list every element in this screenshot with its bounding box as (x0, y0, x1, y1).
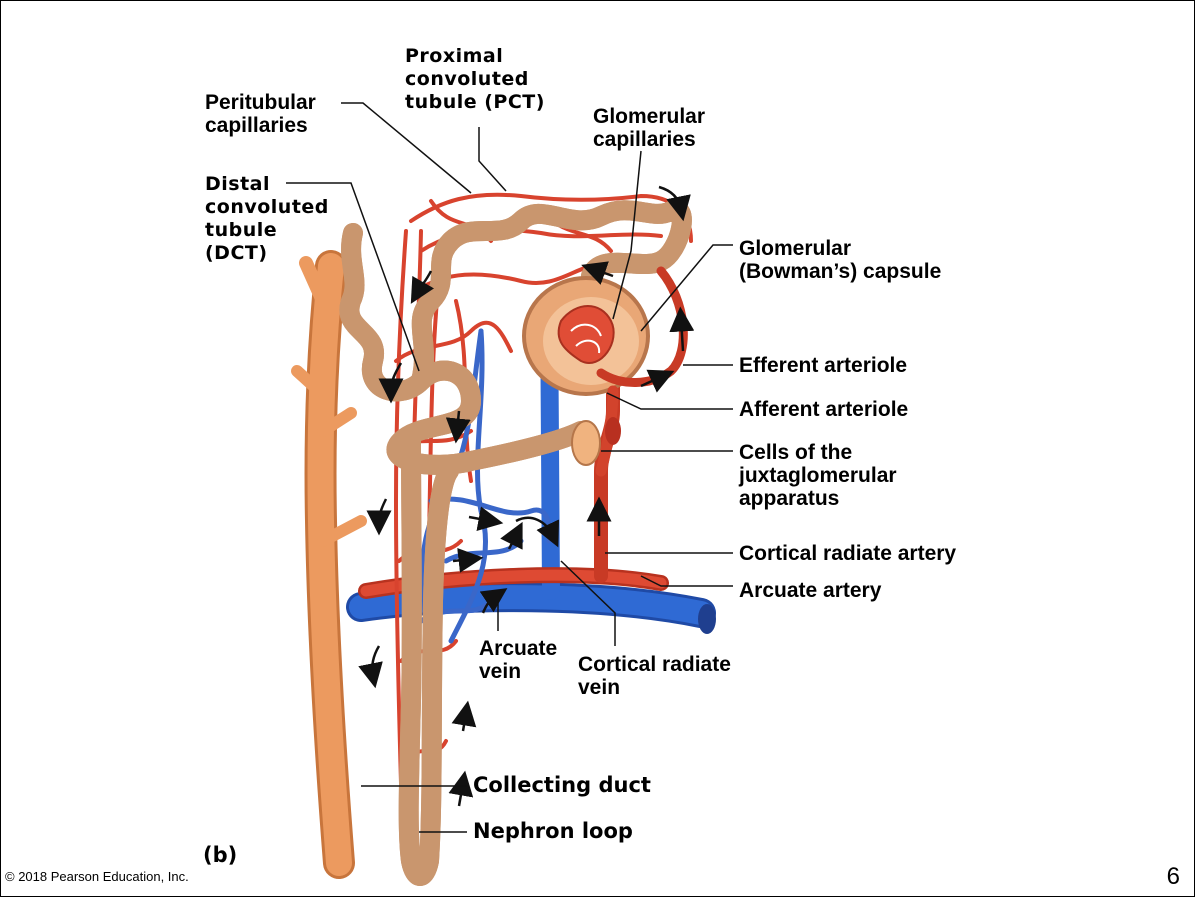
label-arcuate-vein: Arcuate vein (479, 637, 557, 683)
juxtaglomerular-apparatus (572, 417, 621, 465)
label-glomerular-capsule: Glomerular (Bowman’s) capsule (739, 237, 941, 283)
label-nephron-loop: Nephron loop (473, 820, 633, 843)
label-proximal-convoluted-tubule: Proximal convoluted tubule (PCT) (405, 45, 545, 114)
label-afferent-arteriole: Afferent arteriole (739, 398, 908, 421)
label-arcuate-artery: Arcuate artery (739, 579, 881, 602)
copyright-notice: © 2018 Pearson Education, Inc. (5, 869, 189, 884)
label-efferent-arteriole: Efferent arteriole (739, 354, 907, 377)
label-cortical-radiate-artery: Cortical radiate artery (739, 542, 956, 565)
label-distal-convoluted-tubule: Distal convoluted tubule (DCT) (205, 173, 329, 265)
label-glomerular-capillaries: Glomerular capillaries (593, 105, 705, 151)
page-number: 6 (1167, 863, 1180, 891)
panel-label: (b) (203, 844, 237, 867)
glomerular-capsule (524, 278, 648, 394)
label-collecting-duct: Collecting duct (473, 774, 651, 797)
collecting-duct (297, 263, 361, 863)
label-cortical-radiate-vein: Cortical radiate vein (578, 653, 731, 699)
label-juxtaglomerular-apparatus: Cells of the juxtaglomerular apparatus (739, 441, 897, 510)
label-peritubular-capillaries: Peritubular capillaries (205, 91, 316, 137)
